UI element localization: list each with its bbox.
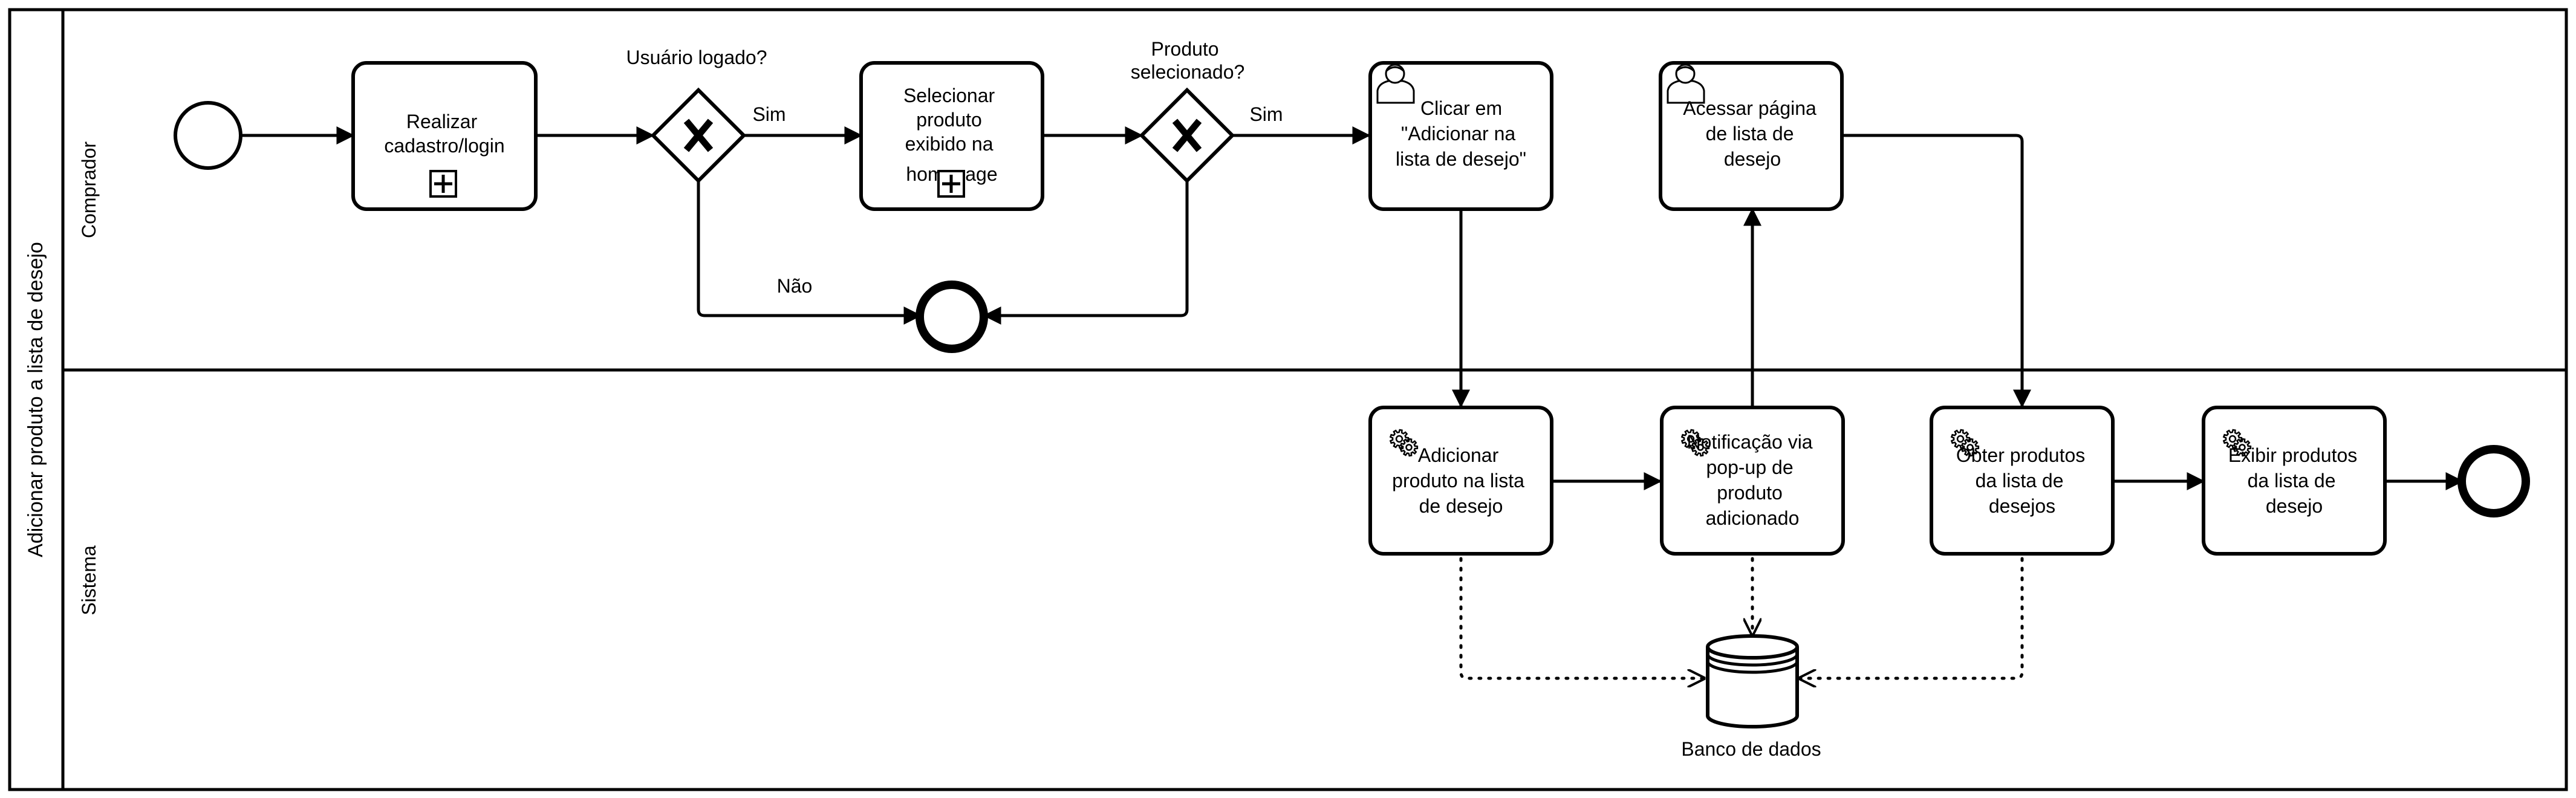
user-task-icon	[1667, 63, 1705, 104]
pool-label: Adicionar produto a lista de desejo	[24, 242, 47, 557]
gear-icon	[2222, 429, 2252, 457]
lane-label-sistema: Sistema	[78, 545, 100, 615]
assoc-adicionar-to-db[interactable]	[1459, 557, 1706, 678]
flow-label-sim-1: Sim	[752, 103, 785, 125]
exclusive-gateway-x-icon	[1172, 118, 1202, 152]
task-obter-produtos[interactable]: Obter produtos da lista de desejos	[1930, 406, 2115, 556]
flow-label-nao: Não	[777, 275, 813, 297]
data-store-label: Banco de dados	[1681, 738, 1821, 760]
gear-icon	[1950, 429, 1980, 457]
task-label: Notificação via pop-up de produto adicio…	[1687, 431, 1818, 529]
task-realizar-cadastro[interactable]: Realizar cadastro/login	[351, 61, 538, 211]
gateway-label: Usuário logado?	[626, 47, 767, 68]
end-event-nao[interactable]	[916, 281, 988, 353]
flow-label-sim-2: Sim	[1249, 103, 1283, 125]
subprocess-plus-marker-icon[interactable]	[937, 170, 965, 198]
lane-label-comprador: Comprador	[78, 141, 100, 238]
task-adicionar-produto[interactable]: Adicionar produto na lista de desejo	[1368, 406, 1553, 556]
task-acessar-pagina[interactable]: Acessar página de lista de desejo	[1659, 61, 1844, 211]
task-label: Selecionar produto exibido na homepage	[903, 85, 1000, 185]
end-event-final[interactable]	[2457, 445, 2530, 517]
task-label: Exibir produtos da lista de desejo	[2228, 444, 2363, 517]
data-associations	[1459, 557, 2024, 678]
flow-gateway1-nao[interactable]	[697, 181, 922, 325]
gateway-usuario-logado[interactable]: Usuário logado?	[626, 47, 767, 184]
exclusive-gateway-x-icon	[683, 118, 714, 152]
flow-gateway2-no-to-end[interactable]	[983, 181, 1189, 325]
gateway-produto-selecionado[interactable]: Produto selecionado?	[1131, 38, 1245, 184]
task-label: Clicar em "Adicionar na lista de desejo"	[1396, 97, 1526, 170]
task-label: Acessar página de lista de desejo	[1683, 97, 1821, 170]
task-exibir-produtos[interactable]: Exibir produtos da lista de desejo	[2202, 406, 2387, 556]
task-label: Adicionar produto na lista de desejo	[1392, 444, 1530, 517]
user-task-icon	[1376, 63, 1415, 104]
gear-icon	[1389, 429, 1419, 457]
task-notificacao[interactable]: Notificação via pop-up de produto adicio…	[1660, 406, 1845, 556]
task-label: Realizar cadastro/login	[384, 111, 504, 157]
task-clicar-adicionar[interactable]: Clicar em "Adicionar na lista de desejo"	[1368, 61, 1553, 211]
task-selecionar-produto[interactable]: Selecionar produto exibido na homepage	[859, 61, 1044, 211]
subprocess-plus-marker-icon[interactable]	[429, 170, 457, 198]
start-event[interactable]	[174, 101, 242, 170]
sequence-flows	[241, 126, 2464, 490]
gear-icon	[1680, 429, 1710, 457]
gateway-label: Produto selecionado?	[1131, 38, 1245, 83]
assoc-obter-to-db[interactable]	[1798, 557, 2024, 678]
data-store-banco-de-dados[interactable]: Banco de dados	[1681, 634, 1821, 760]
flow-acessar-to-obter[interactable]	[1842, 134, 2031, 408]
task-label: Obter produtos da lista de desejos	[1956, 444, 2090, 517]
